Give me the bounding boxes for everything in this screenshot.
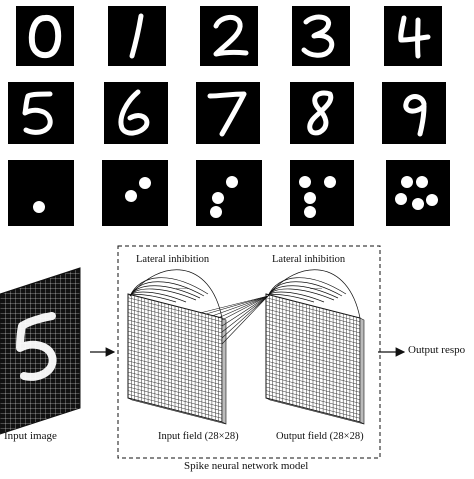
input-image	[0, 267, 81, 435]
input-field-grid	[127, 293, 227, 425]
dot-tile-5	[386, 160, 450, 226]
mnist-tile-3	[292, 6, 350, 66]
dots-2: ......	[310, 282, 322, 291]
mnist-tile-1	[108, 6, 166, 66]
mnist-tile-6	[104, 82, 168, 144]
mnist-tile-7	[196, 82, 260, 144]
dot-tile-1	[8, 160, 74, 226]
output-field-grid	[265, 293, 365, 425]
model-label: Spike neural network model	[184, 460, 309, 472]
lateral-inhibition-label-2: Lateral inhibition	[272, 254, 346, 265]
dots-1: ......	[176, 282, 188, 291]
dot-tile-2	[102, 160, 168, 226]
snn-diagram-svg	[0, 245, 406, 459]
mnist-tile-0	[16, 6, 74, 66]
dot-tile-3	[196, 160, 262, 226]
output-field-label: Output field (28×28)	[276, 431, 364, 442]
mnist-tile-2	[200, 6, 258, 66]
lateral-inhibition-arcs-2	[267, 269, 361, 319]
dot-tile-4	[290, 160, 354, 226]
lateral-inhibition-arcs-1	[129, 269, 223, 319]
input-field-label: Input field (28×28)	[158, 431, 239, 442]
mnist-tile-5	[8, 82, 74, 144]
mnist-tile-9	[382, 82, 446, 144]
output-response-label: Output respo	[408, 344, 466, 356]
mnist-tile-8	[290, 82, 354, 144]
lateral-inhibition-label-1: Lateral inhibition	[136, 254, 210, 265]
input-image-label: Input image	[4, 430, 57, 442]
mnist-tile-4	[384, 6, 442, 66]
feedforward-connections	[199, 295, 269, 345]
snn-diagram: Lateral inhibition Lateral inhibition ..…	[0, 238, 474, 474]
